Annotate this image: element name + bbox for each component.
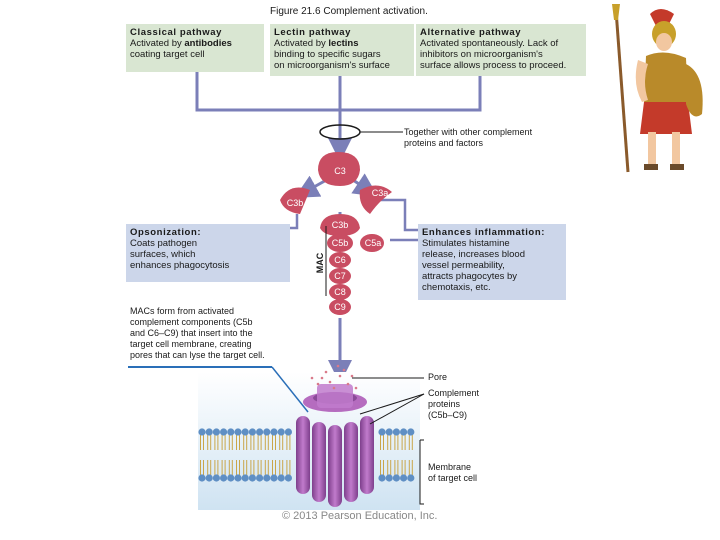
complement-line2: proteins	[428, 399, 461, 409]
complement-line3: (C5b–C9)	[428, 410, 468, 420]
pore-callout: Pore	[428, 372, 448, 382]
c8-shape	[329, 284, 351, 300]
figure-title: Figure 21.6 Complement activation.	[270, 6, 428, 17]
lectin-pathway-box: Lectin pathway Activated by lectins bind…	[270, 24, 414, 76]
mac-note-line5: pores that can lyse the target cell.	[130, 350, 265, 360]
inflammation-line3: vessel permeability,	[422, 260, 505, 271]
membrane-line1: Membrane	[428, 462, 472, 472]
inflammation-heading: Enhances inflammation:	[422, 227, 545, 238]
together-line1: Together with other complement	[404, 127, 533, 137]
c3b-left-label: C3b	[286, 198, 304, 208]
mac-note-pointer	[271, 366, 309, 413]
complement-callout: Complement proteins (C5b–C9)	[428, 388, 508, 421]
membrane-callout: Membrane of target cell	[428, 462, 508, 484]
c3a-label: C3a	[371, 188, 389, 198]
mac-note: MACs form from activated complement comp…	[130, 306, 300, 361]
c9-label: C9	[334, 302, 346, 312]
alternative-pathway-box: Alternative pathway Activated spontaneou…	[416, 24, 586, 76]
c5b-label: C5b	[331, 238, 349, 248]
lectin-line2: binding to specific sugars	[274, 49, 381, 60]
c6-shape	[329, 252, 351, 268]
mac-note-line4: target cell membrane, creating	[130, 339, 252, 349]
opsonization-line3: enhances phagocytosis	[130, 260, 230, 271]
inflammation-line1: Stimulates histamine	[422, 238, 510, 249]
c6-label: C6	[334, 255, 346, 265]
membrane-callouts	[352, 377, 425, 505]
c7-shape	[329, 268, 351, 284]
inflammation-box: Enhances inflammation: Stimulates histam…	[418, 224, 566, 300]
inflammation-line5: chemotaxis, etc.	[422, 282, 491, 293]
lectin-line1-bold: lectins	[328, 38, 359, 49]
together-line2: proteins and factors	[404, 138, 484, 148]
c7-label: C7	[334, 271, 346, 281]
classical-line1-bold: antibodies	[184, 38, 232, 49]
mac-note-line3: and C6–C9) that insert into the	[130, 328, 253, 338]
c3-protein-shape	[318, 152, 360, 186]
opsonization-heading: Opsonization:	[130, 227, 202, 238]
mac-note-line2: complement components (C5b	[130, 317, 253, 327]
alternative-line2: inhibitors on microorganism's	[420, 49, 543, 60]
released-ions	[310, 364, 358, 390]
pathway-connectors	[195, 72, 482, 384]
c3a-shape	[359, 185, 392, 214]
inflammation-line4: attracts phagocytes by	[422, 271, 518, 282]
classical-pathway-box: Classical pathway Activated by antibodie…	[126, 24, 264, 72]
c3-label: C3	[334, 166, 346, 176]
alternative-heading: Alternative pathway	[420, 27, 522, 38]
inflammation-line2: release, increases blood	[422, 249, 525, 260]
lectin-line1-pre: Activated by	[274, 38, 329, 49]
pore-complex	[296, 384, 374, 507]
classical-line2: coating target cell	[130, 49, 205, 60]
c3b-left-shape	[280, 187, 310, 214]
c9-shape	[329, 299, 351, 315]
c8-label: C8	[334, 287, 346, 297]
alternative-line1: Activated spontaneously. Lack of	[420, 38, 559, 49]
lectin-line3: on microorganism's surface	[274, 60, 390, 71]
together-note: Together with other complement proteins …	[404, 127, 574, 149]
membrane-line2: of target cell	[428, 473, 478, 483]
classical-heading: Classical pathway	[130, 27, 223, 38]
opsonization-line2: surfaces, which	[130, 249, 196, 260]
alternative-line3: surface allows process to proceed.	[420, 60, 567, 71]
mac-label: MAC	[315, 252, 325, 274]
c5a-label: C5a	[364, 238, 382, 248]
opsonization-line1: Coats pathogen	[130, 238, 198, 249]
c5a-shape	[360, 234, 384, 252]
complement-line1: Complement	[428, 388, 480, 398]
lectin-heading: Lectin pathway	[274, 27, 352, 38]
soldier-clipart	[612, 4, 703, 173]
membrane-illustration	[198, 364, 420, 510]
copyright-text: © 2013 Pearson Education, Inc.	[282, 510, 438, 522]
c3b-mac-shape	[320, 214, 360, 236]
classical-line1-pre: Activated by	[130, 38, 185, 49]
c3b-label: C3b	[331, 220, 349, 230]
opsonization-box: Opsonization: Coats pathogen surfaces, w…	[126, 224, 290, 282]
mac-note-line1: MACs form from activated	[130, 306, 235, 316]
c5b-shape	[327, 234, 353, 252]
